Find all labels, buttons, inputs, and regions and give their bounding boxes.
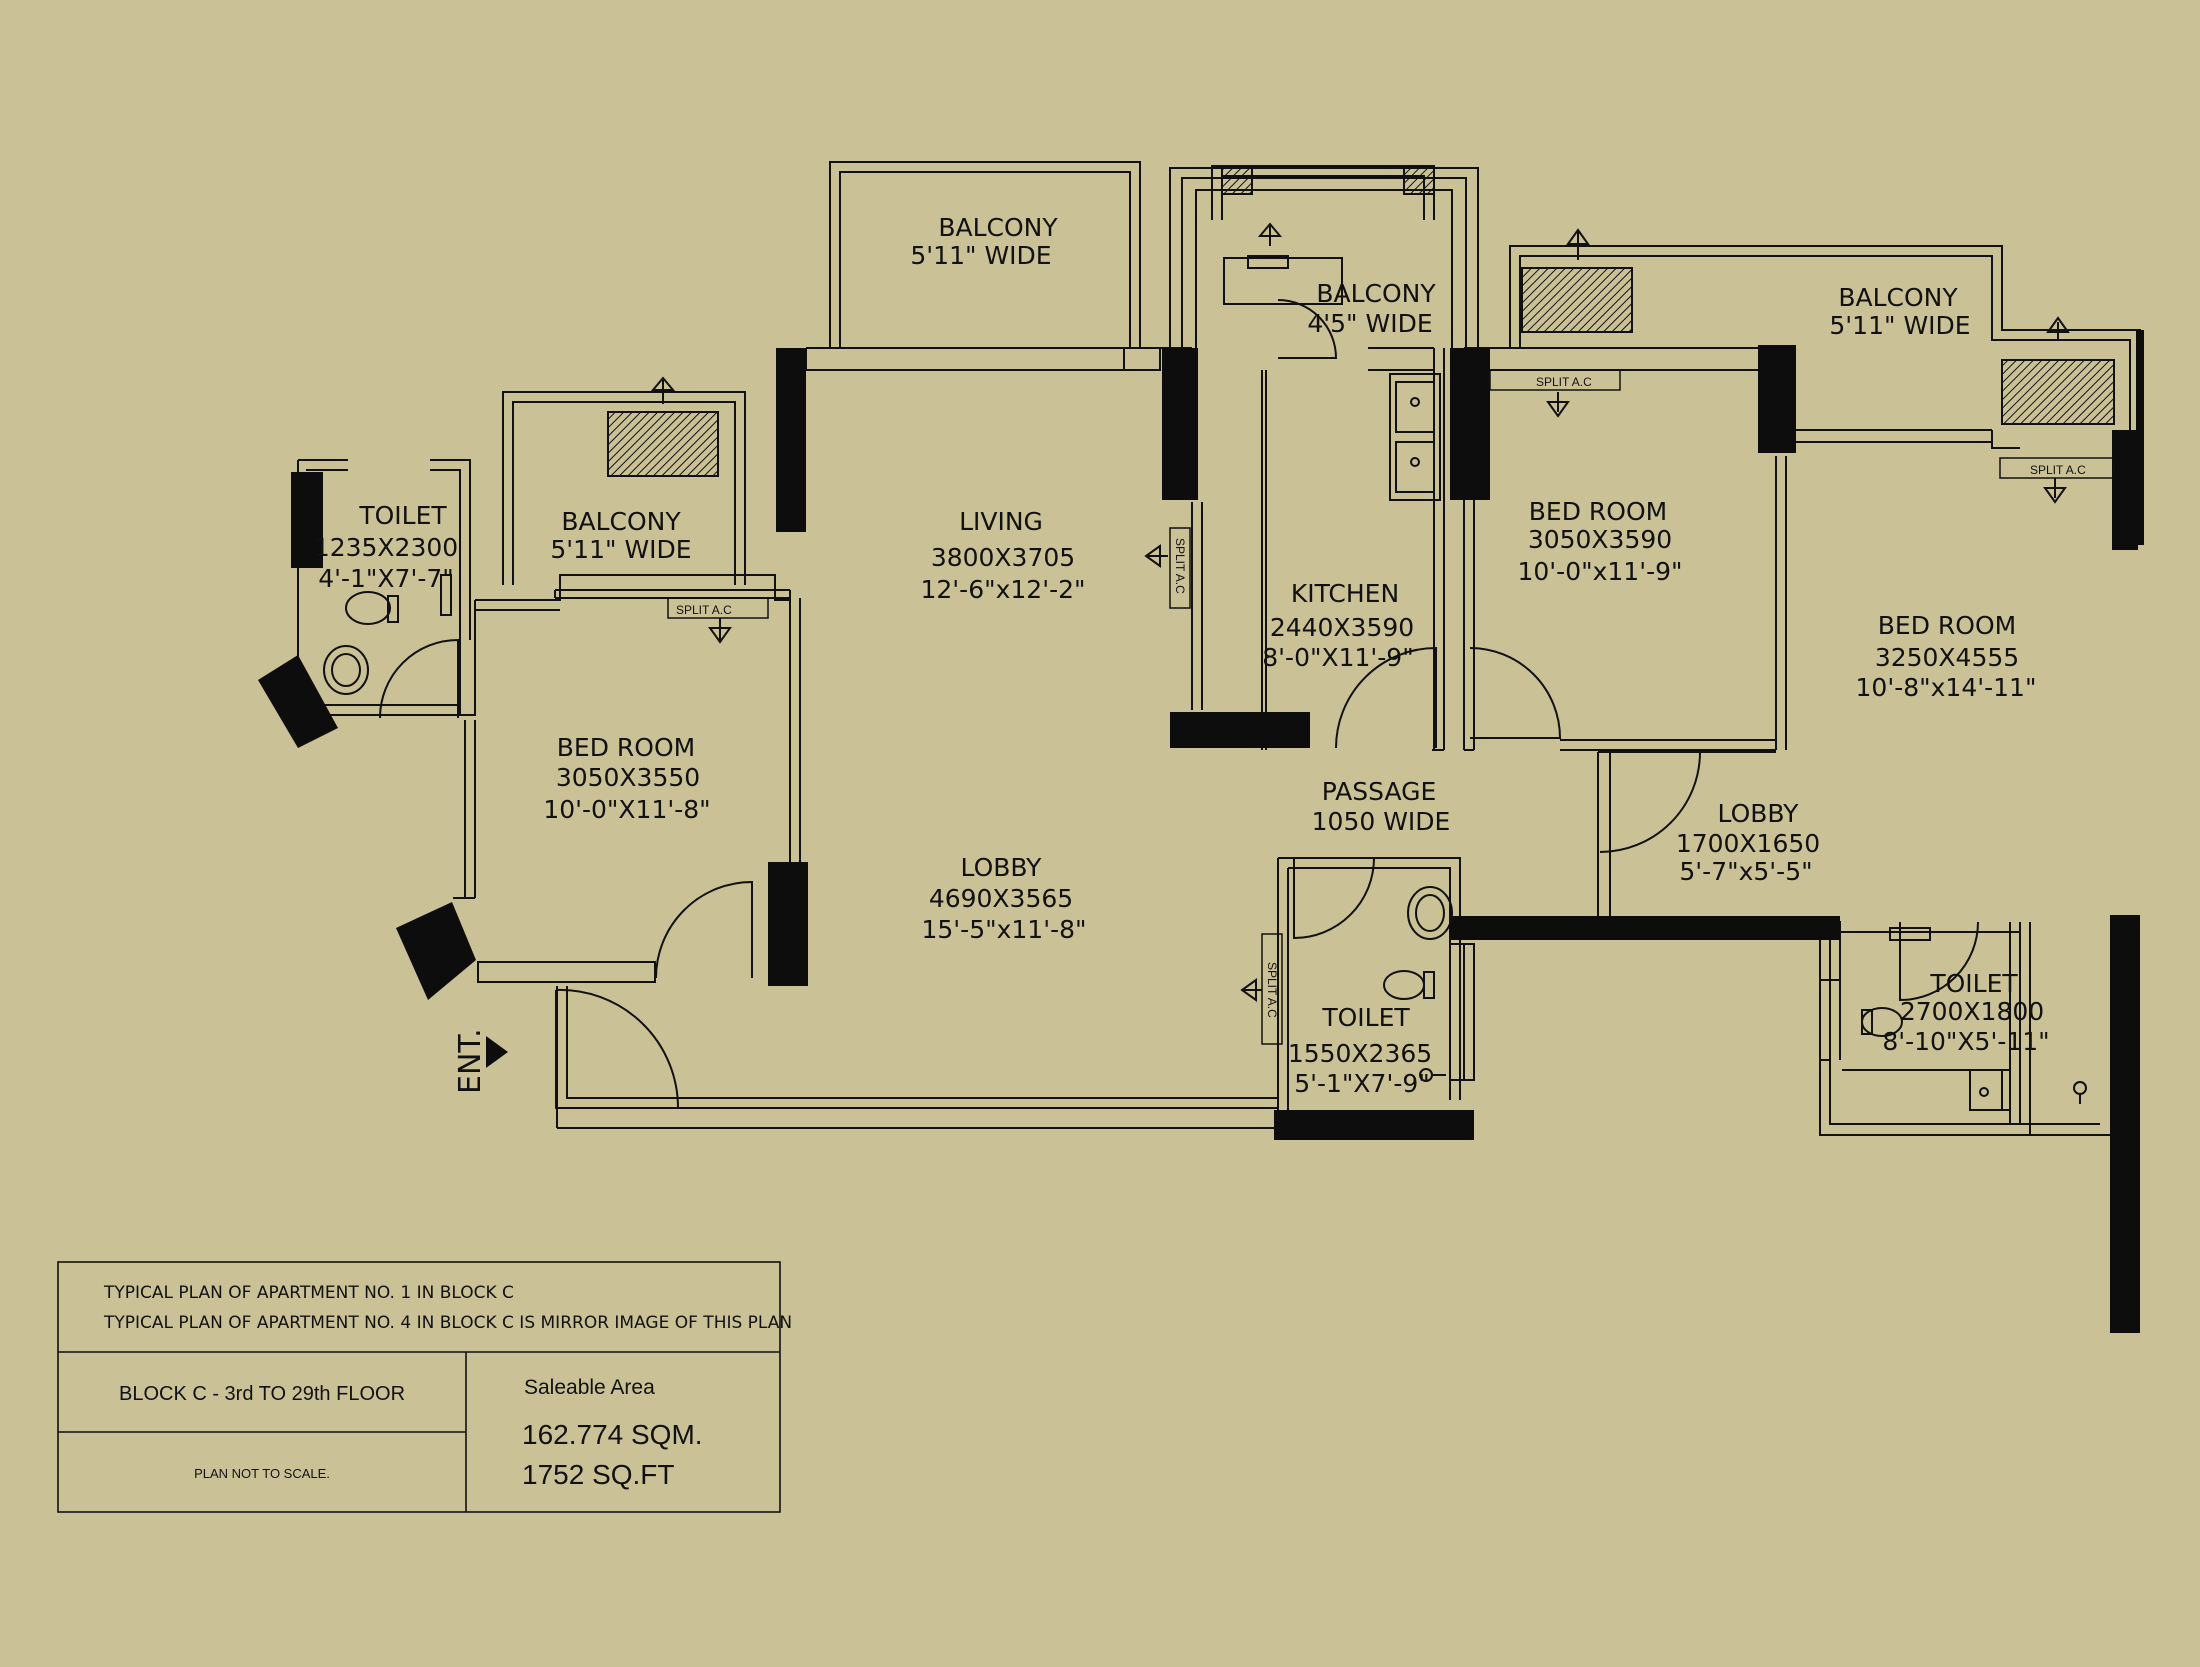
split-ac-label: SPLIT A.C bbox=[1536, 375, 1592, 389]
ac-unit-icon bbox=[2001, 359, 2115, 425]
kitchen-mm: 2440X3590 bbox=[1270, 613, 1414, 642]
split-ac-label: SPLIT A.C bbox=[676, 603, 732, 617]
ac-unit-icon bbox=[607, 411, 719, 477]
toilet-center-ft: 5'-1"X7'-9" bbox=[1294, 1069, 1430, 1098]
toilet-center-name: TOILET bbox=[1321, 1003, 1410, 1032]
toilet-right-mm: 2700X1800 bbox=[1900, 997, 2044, 1026]
ac-outdoor-units bbox=[607, 165, 2115, 477]
living-name: LIVING bbox=[959, 507, 1043, 536]
split-ac-tags bbox=[667, 369, 2115, 1045]
door-swings bbox=[379, 299, 1979, 1109]
kitchen-sink bbox=[1389, 373, 1441, 501]
bedroom-right-name: BED ROOM bbox=[1878, 611, 2016, 640]
bedroom-center-name: BED ROOM bbox=[1529, 497, 1667, 526]
balcony-outlines bbox=[502, 161, 2141, 585]
toilet-fixtures bbox=[323, 574, 2087, 1111]
ac-unit-icon bbox=[1521, 267, 1633, 333]
saleable-area-label: Saleable Area bbox=[524, 1376, 655, 1399]
room-labels: BALCONY 5'11" WIDE BALCONY 4'5" WIDE BAL… bbox=[314, 213, 2050, 1098]
plan-note-line-2: TYPICAL PLAN OF APARTMENT NO. 4 IN BLOCK… bbox=[103, 1313, 792, 1333]
passage-width: 1050 WIDE bbox=[1312, 807, 1451, 836]
bedroom-left-ft: 10'-0"X11'-8" bbox=[543, 795, 710, 824]
balcony-right-width: 5'11" WIDE bbox=[1829, 311, 1970, 340]
block-floor-label: BLOCK C - 3rd TO 29th FLOOR bbox=[119, 1383, 405, 1405]
bedroom-left-mm: 3050X3550 bbox=[556, 763, 700, 792]
toilet-left-name: TOILET bbox=[358, 501, 447, 530]
plan-note-line-1: TYPICAL PLAN OF APARTMENT NO. 1 IN BLOCK… bbox=[103, 1283, 514, 1303]
bedroom-center-ft: 10'-0"x11'-9" bbox=[1517, 557, 1682, 586]
kitchen-ft: 8'-0"X11'-9" bbox=[1262, 643, 1413, 672]
bedroom-left-name: BED ROOM bbox=[557, 733, 695, 762]
scale-note: PLAN NOT TO SCALE. bbox=[194, 1466, 330, 1481]
lobby-right-mm: 1700X1650 bbox=[1676, 829, 1820, 858]
toilet-right-ft: 8'-10"X5'-11" bbox=[1882, 1027, 2049, 1056]
lobby-right-name: LOBBY bbox=[1718, 799, 1800, 828]
split-ac-label: SPLIT A.C bbox=[1265, 962, 1279, 1018]
lobby-main-mm: 4690X3565 bbox=[929, 884, 1073, 913]
title-block: TYPICAL PLAN OF APARTMENT NO. 1 IN BLOCK… bbox=[57, 1261, 792, 1513]
structural-walls bbox=[258, 330, 2144, 1333]
lobby-right-ft: 5'-7"x5'-5" bbox=[1679, 857, 1812, 886]
ac-unit-icon bbox=[1223, 257, 1343, 305]
living-ft: 12'-6"x12'-2" bbox=[920, 575, 1085, 604]
balcony-left-width: 5'11" WIDE bbox=[550, 535, 691, 564]
toilet-left-ft: 4'-1"X7'-7" bbox=[318, 564, 454, 593]
balcony-kitchen-width: 4'5" WIDE bbox=[1307, 309, 1432, 338]
balcony-right-name: BALCONY bbox=[1838, 283, 1958, 312]
toilet-right-name: TOILET bbox=[1929, 969, 2018, 998]
ac-arrows bbox=[650, 222, 2070, 1002]
bedroom-right-mm: 3250X4555 bbox=[1875, 643, 2019, 672]
toilet-center-mm: 1550X2365 bbox=[1288, 1039, 1432, 1068]
passage-name: PASSAGE bbox=[1322, 777, 1437, 806]
area-sqft: 1752 SQ.FT bbox=[522, 1459, 675, 1490]
split-ac-label: SPLIT A.C bbox=[1173, 538, 1187, 594]
split-ac-label: SPLIT A.C bbox=[2030, 463, 2086, 477]
balcony-kitchen-name: BALCONY bbox=[1316, 279, 1436, 308]
balcony-left-name: BALCONY bbox=[561, 507, 681, 536]
lobby-main-ft: 15'-5"x11'-8" bbox=[921, 915, 1086, 944]
bedroom-right-ft: 10'-8"x14'-11" bbox=[1856, 673, 2037, 702]
entrance-label: ENT. bbox=[453, 1028, 488, 1094]
area-sqm: 162.774 SQM. bbox=[522, 1419, 703, 1450]
entrance-arrow-icon bbox=[486, 1036, 508, 1068]
lobby-main-name: LOBBY bbox=[961, 853, 1043, 882]
kitchen-name: KITCHEN bbox=[1291, 579, 1399, 608]
balcony-living-width: 5'11" WIDE bbox=[910, 241, 1051, 270]
toilet-left-mm: 1235X2300 bbox=[314, 533, 458, 562]
bedroom-center-mm: 3050X3590 bbox=[1528, 525, 1672, 554]
balcony-living-name: BALCONY bbox=[938, 213, 1058, 242]
living-mm: 3800X3705 bbox=[931, 543, 1075, 572]
